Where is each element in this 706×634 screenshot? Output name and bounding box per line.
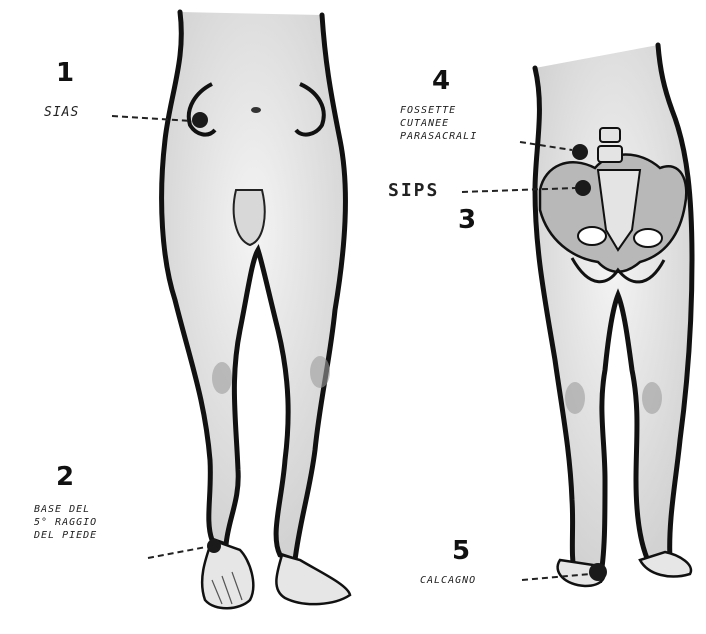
label-line: DEL PIEDE [34, 529, 174, 542]
label-line: CUTANEE [400, 117, 530, 130]
marker-number-1: 1 [56, 58, 74, 88]
marker-number-2: 2 [56, 462, 74, 492]
marker-dot-sias [192, 112, 208, 128]
label-sips: SIPS [388, 180, 439, 201]
label-line: BASE DEL [34, 503, 174, 516]
marker-dot-calcagno [589, 563, 607, 581]
label-line: PARASACRALI [400, 130, 530, 143]
label-fossette-parasacrali: FOSSETTE CUTANEE PARASACRALI [400, 104, 530, 143]
label-calcagno: CALCAGNO [420, 574, 476, 587]
marker-dot-fossette [572, 144, 588, 160]
marker-dot-sips [575, 180, 591, 196]
label-line: FOSSETTE [400, 104, 530, 117]
leader-line-base-5-raggio [148, 547, 206, 558]
label-line: 5° RAGGIO [34, 516, 174, 529]
marker-number-3: 3 [458, 205, 476, 235]
marker-dot-base-5-raggio [207, 539, 221, 553]
marker-number-4: 4 [432, 66, 450, 96]
label-base-5-raggio: BASE DEL 5° RAGGIO DEL PIEDE [34, 503, 174, 542]
marker-number-5: 5 [452, 536, 470, 566]
label-sias: SIAS [44, 104, 79, 121]
